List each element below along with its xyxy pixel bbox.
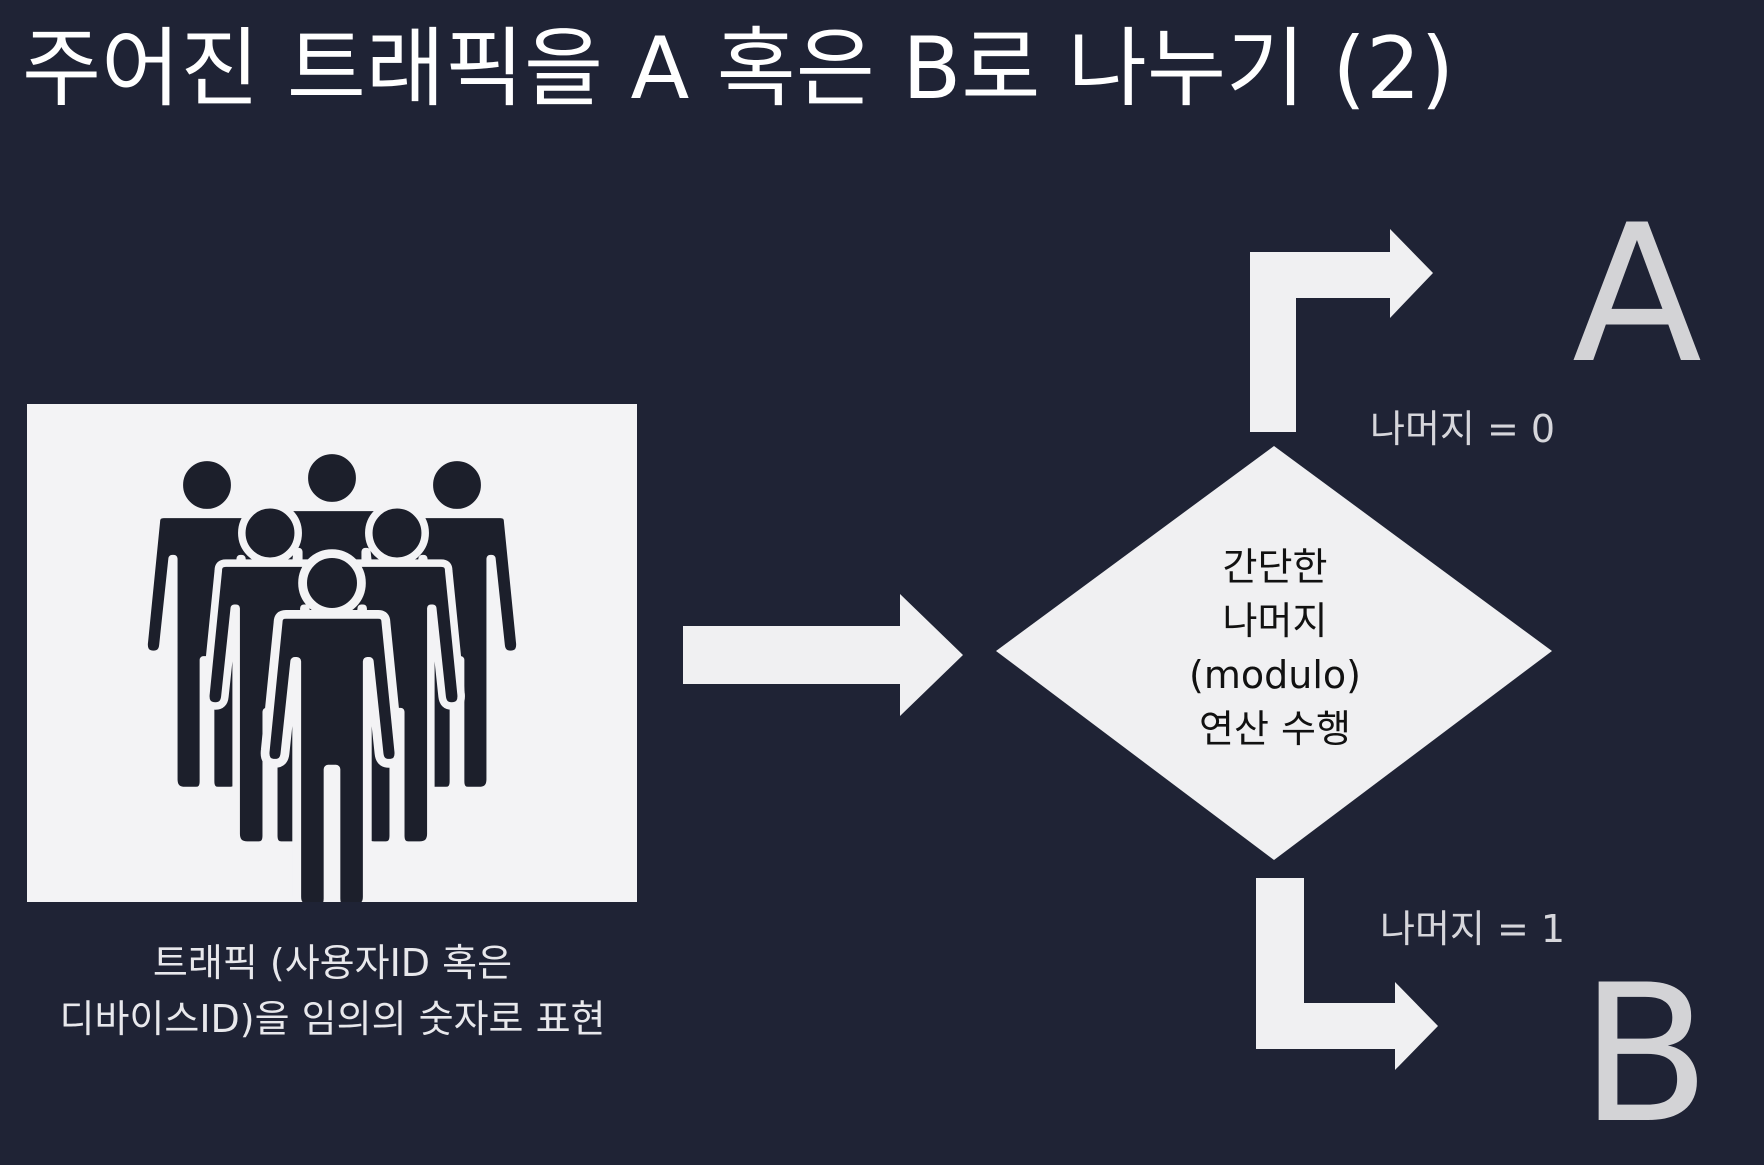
traffic-illustration <box>27 404 637 902</box>
group-a-label: A <box>1572 184 1702 405</box>
decision-line-4: 연산 수행 <box>1199 707 1351 751</box>
elbow-arrow-down-right-icon <box>1256 878 1438 1070</box>
page-title: 주어진 트래픽을 A 혹은 B로 나누기 (2) <box>22 19 1455 119</box>
caption-line-2: 디바이스ID)을 임의의 숫자로 표현 <box>59 997 606 1041</box>
group-b-label: B <box>1580 944 1711 1165</box>
caption-line-1: 트래픽 (사용자ID 혹은 <box>152 941 513 985</box>
remainder-one-label: 나머지 = 1 <box>1380 907 1566 951</box>
flow-diagram <box>683 229 1552 1070</box>
decision-line-1: 간단한 <box>1222 545 1328 589</box>
arrow-right-icon <box>683 594 963 716</box>
remainder-zero-label: 나머지 = 0 <box>1370 407 1556 451</box>
decision-line-3: (modulo) <box>1189 653 1361 697</box>
decision-diamond <box>996 446 1552 860</box>
decision-text: 간단한 나머지 (modulo) 연산 수행 <box>1155 540 1395 756</box>
elbow-arrow-up-right-icon <box>1250 229 1433 432</box>
traffic-caption: 트래픽 (사용자ID 혹은 디바이스ID)을 임의의 숫자로 표현 <box>20 935 645 1047</box>
decision-line-2: 나머지 <box>1222 599 1328 643</box>
